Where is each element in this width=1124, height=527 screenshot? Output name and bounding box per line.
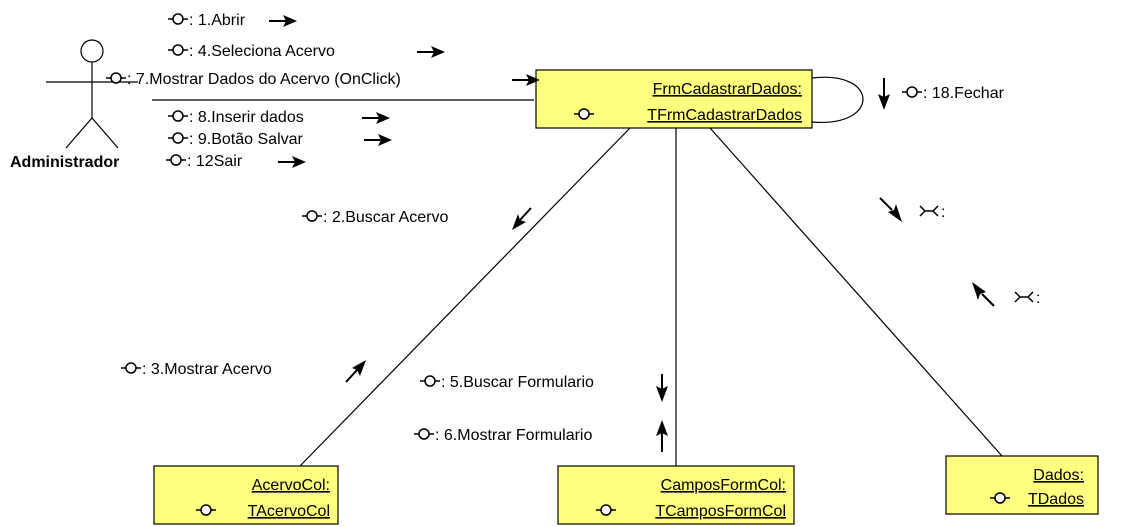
message-icon xyxy=(167,13,189,25)
links xyxy=(152,76,1003,467)
message-5[interactable]: : 5.Buscar Formulario xyxy=(419,374,668,402)
message-8[interactable]: : 8.Inserir dados xyxy=(167,109,391,126)
object-frm[interactable]: FrmCadastrarDados: TFrmCadastrarDados xyxy=(535,69,813,129)
arrow-up-left-icon xyxy=(972,282,986,300)
message-12[interactable]: : 12Sair xyxy=(165,153,307,170)
message-label: : 9.Botão Salvar xyxy=(189,131,304,148)
message-9[interactable]: : 9.Botão Salvar xyxy=(167,131,393,148)
message-label: : 18.Fechar xyxy=(923,85,1005,102)
message-icon xyxy=(167,110,189,122)
message-label: : 3.Mostrar Acervo xyxy=(142,361,272,378)
message-label: : 7.Mostrar Dados do Acervo (OnClick) xyxy=(127,71,401,88)
message-18[interactable]: : 18.Fechar xyxy=(878,78,1005,110)
message-label: : xyxy=(1036,290,1040,307)
object-type: TAcervoCol xyxy=(248,503,330,520)
message-unnamed-1[interactable]: : xyxy=(879,197,945,222)
arrow-right-icon xyxy=(363,133,393,147)
message-icon xyxy=(120,362,142,374)
object-type: TFrmCadastrarDados xyxy=(647,107,802,124)
object-name: FrmCadastrarDados: xyxy=(653,81,802,98)
arrow-down-left-icon xyxy=(512,214,526,230)
message-icon xyxy=(901,86,923,98)
message-icon xyxy=(419,375,441,387)
arrow-right-icon xyxy=(268,14,298,28)
object-name: Dados: xyxy=(1033,467,1084,484)
message-icon xyxy=(167,132,189,144)
arrow-down-right-icon xyxy=(888,204,902,222)
message-icon xyxy=(165,154,187,166)
message-label: : 4.Seleciona Acervo xyxy=(189,43,335,60)
link-frm-acervo xyxy=(299,127,631,467)
message-label: : xyxy=(941,204,945,221)
message-6[interactable]: : 6.Mostrar Formulario xyxy=(413,420,668,452)
arrow-right-icon xyxy=(416,45,446,59)
message-icon xyxy=(413,428,435,440)
arrow-right-icon xyxy=(361,111,391,125)
message-unnamed-2[interactable]: : xyxy=(972,282,1040,307)
link-icon xyxy=(919,205,939,217)
message-icon xyxy=(167,44,189,56)
arrow-right-icon xyxy=(277,155,307,169)
actor-head xyxy=(80,39,104,63)
arrow-up-right-icon xyxy=(352,360,366,376)
link-frm-dados xyxy=(709,127,1003,457)
message-2[interactable]: : 2.Buscar Acervo xyxy=(301,207,532,230)
message-7[interactable]: : 7.Mostrar Dados do Acervo (OnClick) xyxy=(105,71,541,88)
message-icon xyxy=(301,210,323,222)
object-type: TDados xyxy=(1028,491,1084,508)
object-dados[interactable]: Dados: TDados xyxy=(945,455,1099,515)
object-name: CamposFormCol: xyxy=(661,477,786,494)
message-label: : 1.Abrir xyxy=(189,12,246,29)
message-label: : 5.Buscar Formulario xyxy=(441,374,594,391)
message-label: : 6.Mostrar Formulario xyxy=(435,427,592,444)
object-type: TCamposFormCol xyxy=(655,503,786,520)
link-icon xyxy=(1014,291,1034,303)
arrow-down-icon xyxy=(656,386,668,402)
message-label: : 8.Inserir dados xyxy=(189,109,304,126)
message-label: : 12Sair xyxy=(187,153,243,170)
actor-administrador[interactable]: Administrador xyxy=(10,39,138,171)
message-label: : 2.Buscar Acervo xyxy=(323,209,448,226)
message-1[interactable]: : 1.Abrir xyxy=(167,12,298,29)
object-name: AcervoCol: xyxy=(252,477,330,494)
arrow-down-icon xyxy=(878,94,890,110)
self-link-frm xyxy=(811,76,864,123)
object-acervocol[interactable]: AcervoCol: TAcervoCol xyxy=(153,465,339,525)
arrow-up-icon xyxy=(656,420,668,436)
object-camposformcol[interactable]: CamposFormCol: TCamposFormCol xyxy=(557,465,795,525)
message-3[interactable]: : 3.Mostrar Acervo xyxy=(120,360,366,383)
actor-name: Administrador xyxy=(10,154,119,171)
message-4[interactable]: : 4.Seleciona Acervo xyxy=(167,43,446,60)
